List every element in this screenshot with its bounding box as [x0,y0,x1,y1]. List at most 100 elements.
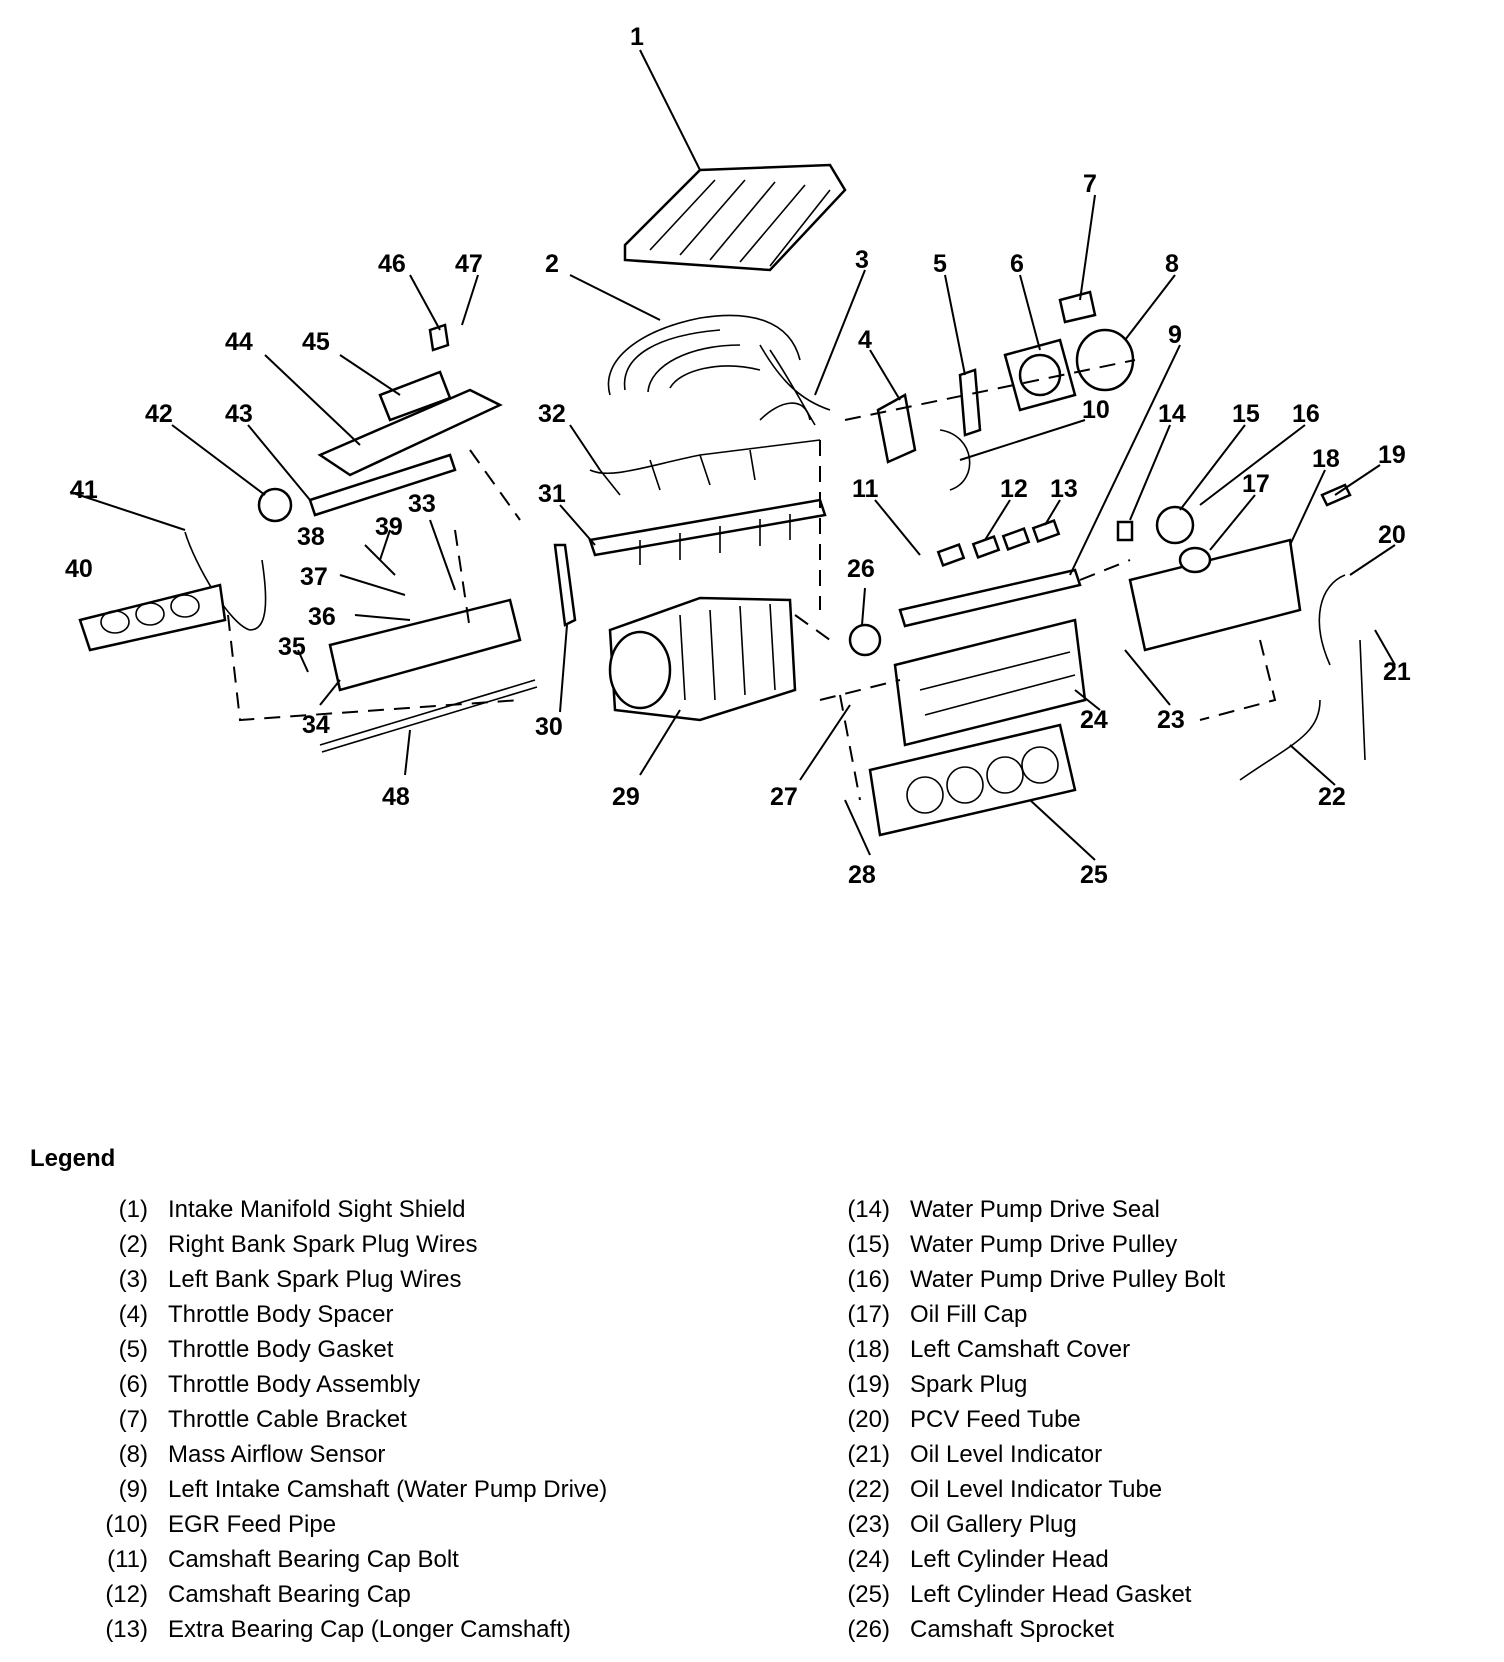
legend-label: Oil Level Indicator Tube [910,1476,1163,1503]
legend-label: Mass Airflow Sensor [168,1441,386,1468]
part-left-plug-wires [759,344,831,426]
part-gasket-48 [319,679,538,753]
callout-17: 17 [1242,470,1270,498]
part-left-head-gasket [868,723,1077,837]
callout-32: 32 [538,400,566,428]
part-right-plug-wires [607,314,811,421]
legend-number: (12) [105,1581,148,1608]
legend-item: (1) Intake Manifold Sight Shield [78,1192,607,1227]
legend-number: (26) [847,1616,890,1643]
callout-9: 9 [1168,321,1182,349]
callout-28: 28 [848,861,876,889]
legend-title: Legend [30,1145,116,1172]
callout-44: 44 [225,328,253,356]
callout-24: 24 [1080,706,1108,734]
legend-item: (19) Spark Plug [820,1367,1225,1402]
legend-label: Camshaft Bearing Cap Bolt [168,1546,459,1573]
callout-11: 11 [852,475,879,503]
callout-33: 33 [408,490,436,518]
legend-number: (19) [847,1371,890,1398]
legend-number: (8) [118,1441,148,1468]
legend-item: (15)Water Pump Drive Pulley [820,1227,1225,1262]
legend-number: (1) [118,1196,148,1223]
legend-label: Camshaft Bearing Cap [168,1581,411,1608]
callout-numbers: 1 2 3 4 5 6 7 8 9 10 11 12 13 14 15 16 1… [65,23,1411,889]
legend-label: Left Bank Spark Plug Wires [168,1266,462,1293]
legend-number: (4) [118,1301,148,1328]
legend-item: (8) Mass Airflow Sensor [78,1437,607,1472]
callout-12: 12 [1000,475,1028,503]
legend-label: Camshaft Sprocket [910,1616,1115,1643]
legend-column-right: (14) Water Pump Drive Seal (15)Water Pump… [820,1192,1225,1647]
part-sprocket-42 [257,487,293,523]
legend-item: (22)Oil Level Indicator Tube [820,1472,1225,1507]
part-oil-fill-cap [1178,546,1212,574]
callout-14: 14 [1158,400,1186,428]
legend-label: Extra Bearing Cap (Longer Camshaft) [168,1616,571,1643]
part-fitting-46 [428,323,450,352]
legend-item: (23)Oil Gallery Plug [820,1507,1225,1542]
legend-label: Oil Gallery Plug [910,1511,1077,1538]
legend-item: (9) Left Intake Camshaft (Water Pump Driv… [78,1472,608,1507]
legend-label: Spark Plug [910,1371,1028,1398]
callout-3: 3 [855,246,869,274]
callout-38: 38 [297,523,325,551]
callout-48: 48 [382,783,410,811]
callout-20: 20 [1378,521,1406,549]
legend-number: (14) [847,1196,890,1223]
callout-1: 1 [630,23,644,51]
legend-item: (13) Extra Bearing Cap (Longer Camshaft) [78,1612,607,1647]
callout-22: 22 [1318,783,1346,811]
legend-column-left: (1) Intake Manifold Sight Shield (2)Right… [78,1192,607,1647]
legend-label: Left Intake Camshaft (Water Pump Drive) [168,1476,608,1503]
callout-31: 31 [538,480,566,508]
legend-item: (17)Oil Fill Cap [820,1297,1225,1332]
callout-47: 47 [455,250,483,278]
legend-number: (20) [847,1406,890,1433]
part-oil-indicator-tube [1239,699,1321,781]
part-fuel-rail [588,498,827,557]
legend-item: (5)Throttle Body Gasket [78,1332,607,1367]
legend-label: Throttle Body Gasket [168,1336,394,1363]
legend-item: (25)Left Cylinder Head Gasket [820,1577,1225,1612]
part-harness-32 [589,439,821,496]
legend-number: (3) [118,1266,148,1293]
callout-19: 19 [1378,441,1406,469]
callout-42: 42 [145,400,173,428]
legend-label: Intake Manifold Sight Shield [168,1196,466,1223]
callout-16: 16 [1292,400,1320,428]
alignment-lines [227,359,1277,801]
legend-number: (11) [107,1546,148,1573]
legend-item: (18) Left Camshaft Cover [820,1332,1225,1367]
callout-23: 23 [1157,706,1185,734]
part-cover-45 [378,370,452,422]
part-right-camshaft-43 [308,453,457,517]
part-right-cylinder-head [328,598,522,692]
legend-number: (18) [847,1336,890,1363]
legend-label: Oil Level Indicator [910,1441,1103,1468]
callout-21: 21 [1383,658,1411,686]
callout-39: 39 [375,513,403,541]
legend-item: (14) Water Pump Drive Seal [820,1192,1225,1227]
legend-label: Water Pump Drive Seal [910,1196,1160,1223]
part-camshaft-sprocket [848,623,882,657]
callout-6: 6 [1010,250,1024,278]
callout-34: 34 [302,711,330,739]
legend-item: (26) Camshaft Sprocket [820,1612,1225,1647]
callout-25: 25 [1080,861,1108,889]
callout-18: 18 [1312,445,1340,473]
legend-number: (13) [105,1616,148,1643]
callout-8: 8 [1165,250,1179,278]
legend-label: PCV Feed Tube [910,1406,1081,1433]
legend-number: (9) [118,1476,148,1503]
legend-label: Left Camshaft Cover [910,1336,1131,1363]
part-pcv-tube [1318,574,1346,666]
legend-item: (24)Left Cylinder Head [820,1542,1225,1577]
legend-number: (2) [118,1231,148,1258]
legend-label: Oil Fill Cap [910,1301,1028,1328]
callout-35: 35 [278,633,306,661]
part-right-camshaft-cover-44 [317,388,503,477]
legend-item: (3) Left Bank Spark Plug Wires [78,1262,607,1297]
legend-item: (2)Right Bank Spark Plug Wires [78,1227,607,1262]
callout-15: 15 [1232,400,1260,428]
